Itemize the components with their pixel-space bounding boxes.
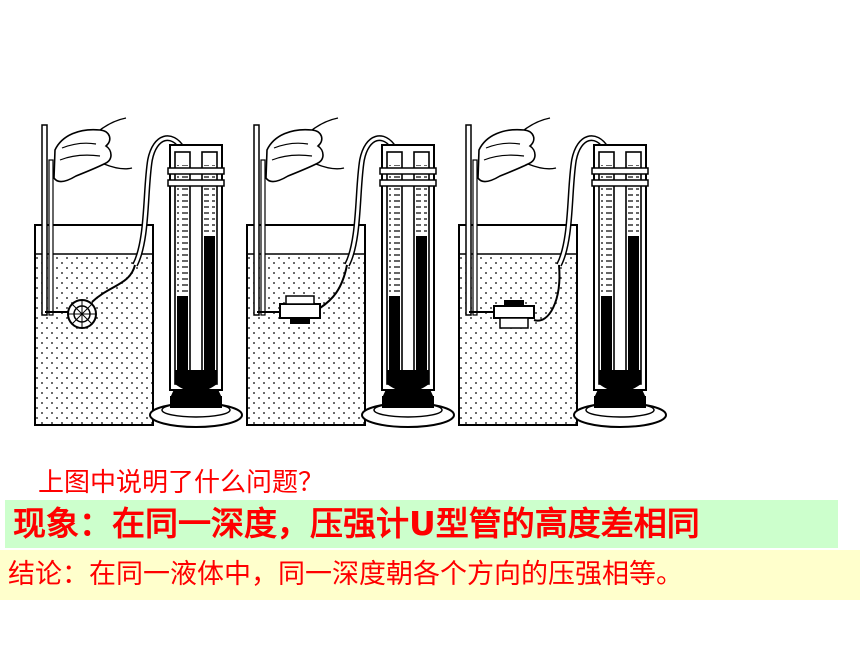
question-text: 上图中说明了什么问题？ bbox=[38, 468, 325, 498]
probe-side bbox=[45, 264, 136, 329]
conclusion-box: 结论：在同一液体中，同一深度朝各个方向的压强相等。 bbox=[0, 550, 860, 600]
probe-down bbox=[469, 264, 561, 329]
apparatus-2 bbox=[247, 118, 454, 427]
pressure-gauge-figure bbox=[0, 0, 860, 460]
probe-up bbox=[257, 264, 348, 324]
apparatus-3 bbox=[459, 118, 666, 427]
apparatus-1 bbox=[35, 118, 242, 427]
phenomenon-box: 现象：在同一深度，压强计U型管的高度差相同 bbox=[5, 500, 838, 548]
